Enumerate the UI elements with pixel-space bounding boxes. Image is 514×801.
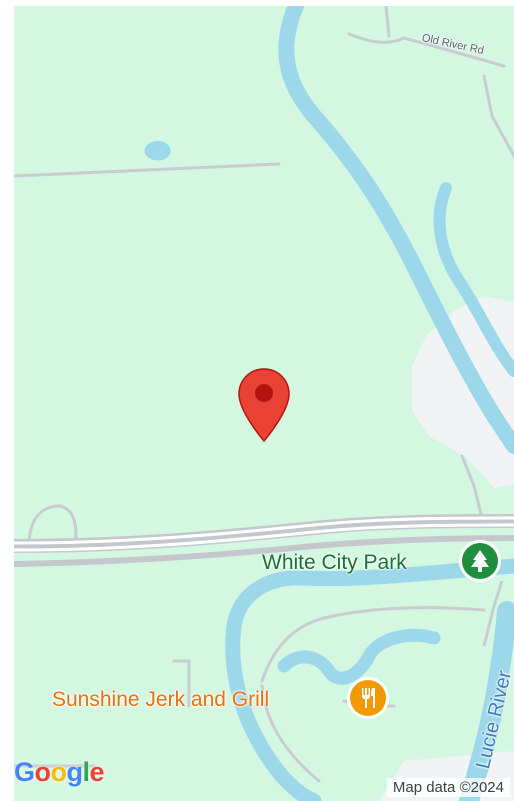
river-north <box>278 6 514 454</box>
urban-area <box>412 296 514 488</box>
highway-lane-b <box>14 523 514 552</box>
logo-letter-l: l <box>82 757 91 787</box>
poi-label-white-city-park[interactable]: White City Park <box>262 551 407 574</box>
google-logo: Google <box>14 757 105 788</box>
highway-south <box>14 535 514 567</box>
map-attribution[interactable]: Map data ©2024 <box>386 778 510 797</box>
logo-letter-g2: g <box>66 757 84 787</box>
map-canvas[interactable]: Old River Rd White City Park Sunshine Je… <box>14 6 514 801</box>
map-base-layer <box>14 6 514 801</box>
river-oxbow <box>277 628 441 685</box>
logo-letter-o2: o <box>50 757 68 787</box>
river-channel <box>433 182 514 377</box>
pond <box>144 140 171 161</box>
minor-roads <box>14 6 514 783</box>
map-pin-icon[interactable] <box>237 367 291 443</box>
road-east-vertical <box>482 580 504 647</box>
logo-letter-o1: o <box>34 757 52 787</box>
logo-letter-e: e <box>89 757 105 787</box>
river-lucie <box>459 601 514 801</box>
highway-lane-a <box>14 516 514 545</box>
fork-knife-icon[interactable] <box>350 680 386 716</box>
tree-icon[interactable] <box>462 543 498 579</box>
highway-casing <box>14 514 514 553</box>
river-south <box>225 558 514 801</box>
poi-label-sunshine-jerk-and-grill[interactable]: Sunshine Jerk and Grill <box>52 688 270 711</box>
logo-letter-g1: G <box>14 757 35 787</box>
